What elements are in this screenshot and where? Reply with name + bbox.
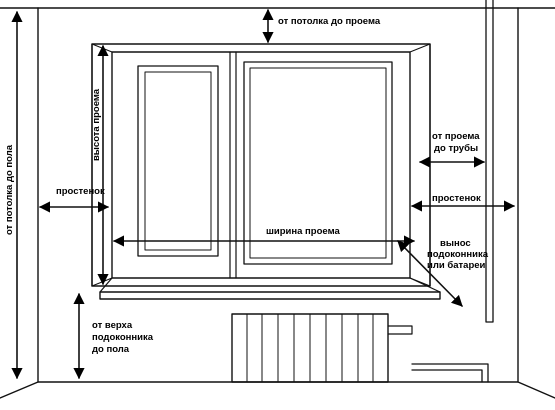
label-ceiling-to-opening: от потолка до проема [278,16,381,27]
dimension-lines [11,8,516,380]
label-opening-height: высота проема [91,88,102,161]
window-mullion [229,51,237,279]
opening-outline [91,43,431,287]
sill-edges [99,277,441,293]
radiator [231,313,413,383]
riser-pipe [485,0,494,323]
label-sill-overhang-3: или батареи [427,260,486,271]
dimension-labels: от потолка до проема от потолка до пола … [4,16,489,355]
label-pier-left: простенок [56,186,105,197]
right-sash-outer [243,61,393,265]
radiator-fins [246,313,374,383]
label-opening-width: ширина проема [266,226,340,237]
window-sill [99,277,441,300]
label-sill-to-floor-3: до пола [92,344,130,355]
label-pier-right: простенок [432,193,481,204]
sill-board [99,291,441,300]
right-sash-inner [249,67,387,259]
right-wall-corner [517,7,555,399]
left-wall-corner [0,7,39,399]
window-opening [91,43,431,287]
label-sill-to-floor-1: от верха [92,320,133,331]
label-opening-width-bg [264,224,356,237]
dim-sill-overhang [397,240,463,307]
heating-pipe [411,0,494,383]
label-opening-to-pipe-2: до трубы [434,143,478,154]
label-sill-overhang-2: подоконника [427,249,489,260]
radiator-connector [387,325,413,335]
label-opening-to-pipe-1: от проема [432,131,480,142]
label-ceiling-to-floor: от потолка до пола [4,144,15,235]
label-sill-overhang-1: вынос [440,238,471,249]
reveal-lines [91,43,431,287]
left-sash-outer [137,65,219,257]
label-sill-to-floor-2: подоконника [92,332,154,343]
left-sash-inner [144,71,212,251]
window-frame [111,51,411,279]
floor-pipe [411,363,489,383]
